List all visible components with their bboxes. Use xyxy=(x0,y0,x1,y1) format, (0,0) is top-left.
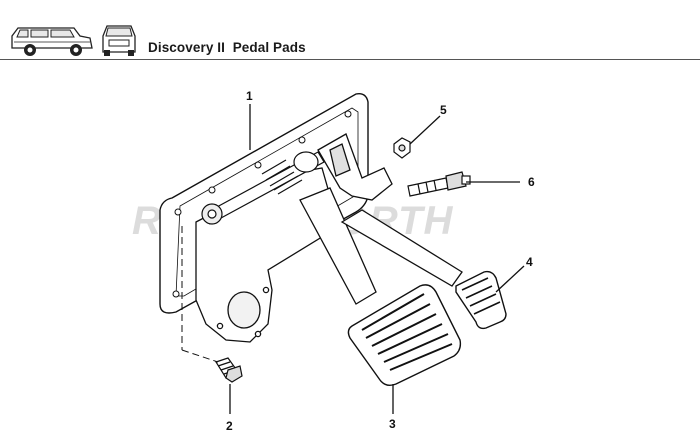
pivot-shaft xyxy=(201,151,325,225)
stop-switch xyxy=(407,171,471,197)
page-title: Discovery II Pedal Pads xyxy=(148,40,306,55)
header: Discovery II Pedal Pads xyxy=(0,0,700,62)
vehicle-side-view-icon xyxy=(11,27,93,56)
vehicle-front-view-icon xyxy=(102,25,136,56)
callout-5: 5 xyxy=(440,103,447,117)
pedal-pad-large xyxy=(347,284,462,387)
second-pedal-arm xyxy=(340,209,463,287)
clutch-pedal-arm xyxy=(299,187,377,305)
pedal-pad-small xyxy=(455,270,507,330)
callout-1: 1 xyxy=(246,89,253,103)
callout-4: 4 xyxy=(526,255,533,269)
header-divider xyxy=(0,59,700,60)
bolt-centerline-link xyxy=(181,349,219,363)
leader-lines xyxy=(229,104,525,414)
callout-2: 2 xyxy=(226,419,233,433)
callout-3: 3 xyxy=(389,417,396,431)
mounting-bolt xyxy=(215,357,243,383)
plate-studs xyxy=(172,110,352,298)
nut xyxy=(393,137,411,159)
callout-6: 6 xyxy=(528,175,535,189)
